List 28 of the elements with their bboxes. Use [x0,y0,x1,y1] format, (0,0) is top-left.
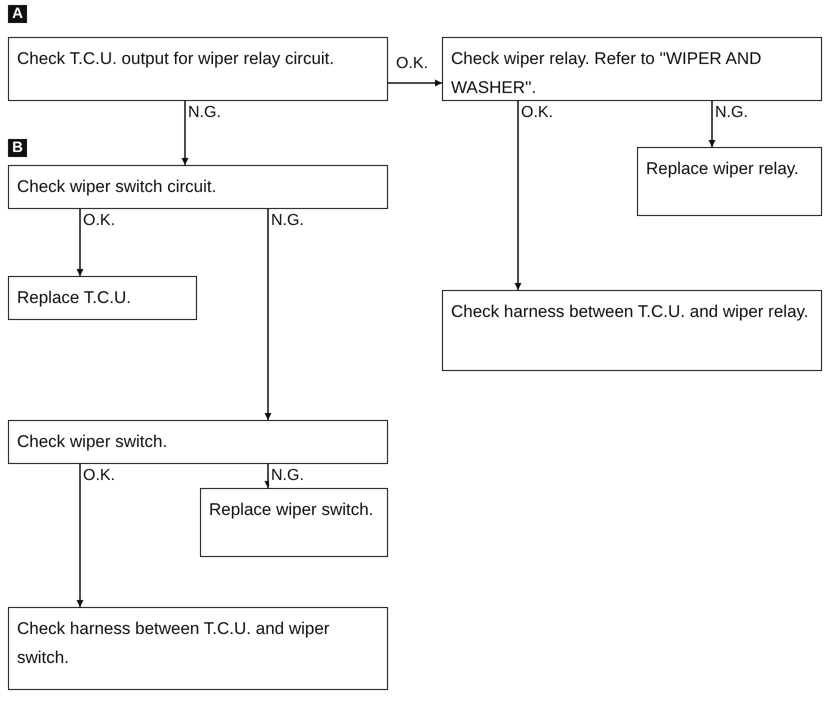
box-text: Check harness between T.C.U. and wiper switch. [17,618,330,669]
process-box [442,37,822,101]
process-box [8,420,388,464]
box-text: Check wiper relay. Refer to ''WIPER AND WASHER''. [451,48,762,99]
arrow [182,101,188,165]
process-box [442,290,822,371]
process-box [8,37,388,101]
box-text: Check harness between T.C.U. and wiper relay. [451,301,810,323]
box-text: Replace T.C.U. [17,287,132,309]
process-box [8,165,388,209]
box-text: Replace wiper switch. [209,499,374,521]
box-text: Check wiper switch circuit. [17,176,218,198]
process-box [637,147,822,216]
arrow [514,101,522,290]
section-marker: A [8,5,27,23]
process-box [8,276,197,320]
arrow [264,464,272,488]
process-box [8,607,388,690]
section-marker: B [8,139,27,157]
box-text: Replace wiper relay. [646,158,800,180]
box-text: Check T.C.U. output for wiper relay circuit. [17,48,336,70]
arrow [388,80,442,86]
arrow [76,209,84,276]
arrow [76,464,84,607]
process-box [200,488,388,557]
arrow [708,101,716,147]
arrow [264,209,272,420]
box-text: Check wiper switch. [17,431,168,453]
